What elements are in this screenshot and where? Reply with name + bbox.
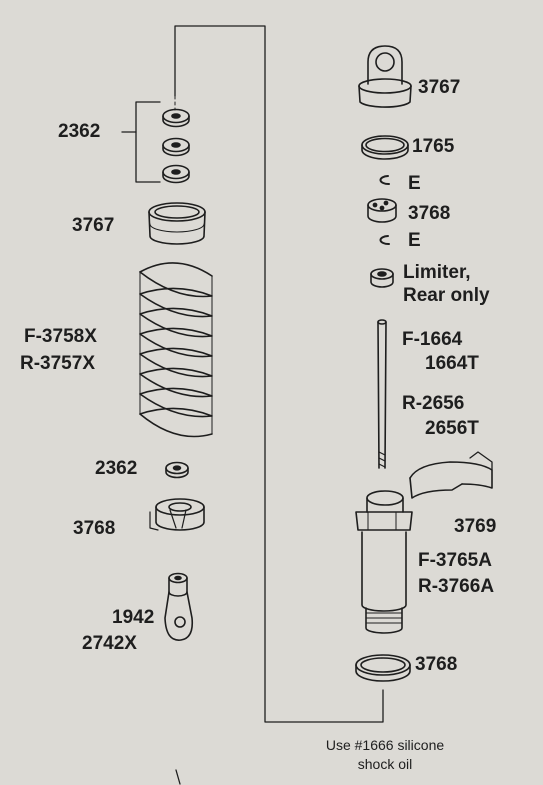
body-front-label: F-3765A — [418, 550, 492, 571]
shock-body — [355, 490, 413, 634]
clip-label: 3769 — [454, 516, 497, 537]
piston-label: 3768 — [408, 203, 451, 224]
shaft-front-label-2: 1664T — [425, 353, 479, 374]
e-clip-bottom — [379, 235, 390, 246]
washers-bracket — [135, 101, 161, 183]
spring-retainer — [149, 498, 205, 531]
coil-spring — [139, 262, 213, 438]
shock-shaft — [377, 319, 387, 469]
oil-note-line-2: shock oil — [357, 756, 413, 772]
e-clip-top-label: E — [408, 173, 421, 194]
rod-end-label-1: 1942 — [112, 607, 155, 628]
left-spring-cap — [148, 202, 206, 245]
lower-washer — [165, 461, 189, 479]
piston — [367, 198, 397, 223]
shaft-front-label-1: F-1664 — [402, 329, 463, 350]
washer-stack — [162, 108, 190, 184]
limiter-label-2: Rear only — [403, 285, 490, 306]
right-top-cap — [358, 45, 412, 108]
bottom-ring-label: 3768 — [415, 654, 458, 675]
seal-ring — [361, 135, 409, 160]
rod-end — [164, 572, 194, 641]
bottom-ring — [355, 654, 411, 682]
seal-label: 1765 — [412, 136, 455, 157]
e-clip-bottom-label: E — [408, 230, 421, 251]
rod-end-label-2: 2742X — [82, 633, 137, 654]
lower-washer-label: 2362 — [95, 458, 138, 479]
limiter — [370, 268, 394, 288]
shaft-rear-label-1: R-2656 — [402, 393, 465, 414]
right-cap-label: 3767 — [418, 77, 461, 98]
oil-note-line-1: Use #1666 silicone — [325, 737, 445, 753]
body-rear-label: R-3766A — [418, 576, 495, 597]
body-clip — [409, 451, 493, 499]
assembly-guide-line — [174, 25, 384, 723]
spring-retainer-label: 3768 — [73, 518, 116, 539]
spring-rear-label: R-3757X — [20, 353, 95, 374]
left-cap-label: 3767 — [72, 215, 115, 236]
spring-front-label: F-3758X — [24, 326, 97, 347]
e-clip-top — [379, 175, 390, 186]
limiter-label-1: Limiter, — [403, 262, 471, 283]
washers-label: 2362 — [58, 121, 101, 142]
shaft-rear-label-2: 2656T — [425, 418, 479, 439]
